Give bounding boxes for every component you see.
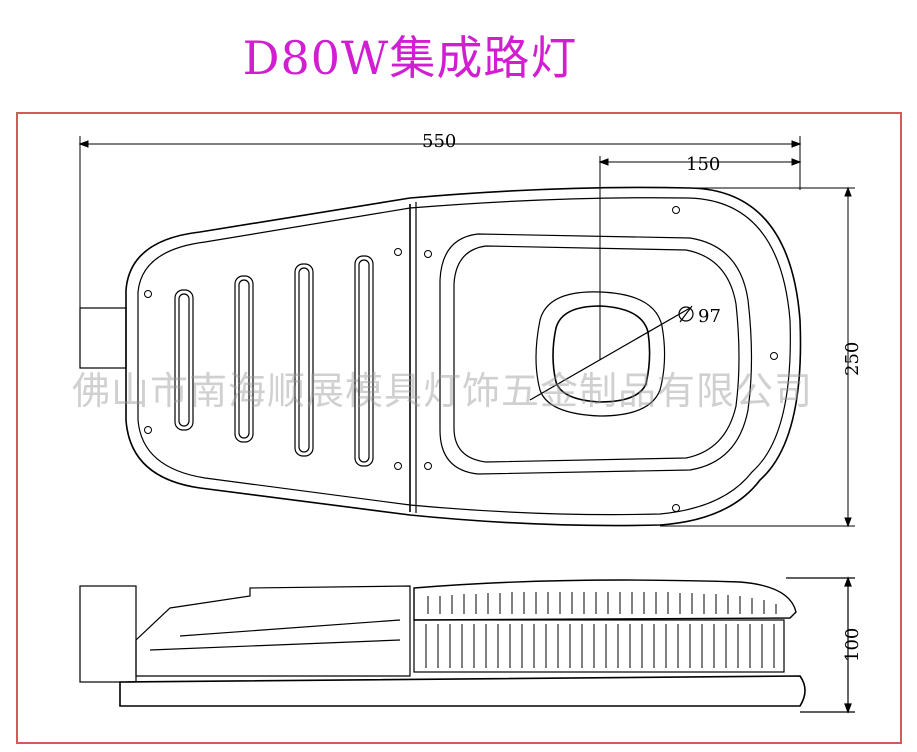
side-base xyxy=(119,675,806,707)
led-tray-outer xyxy=(439,233,753,475)
top-view xyxy=(79,186,802,527)
drawing-title: D80W集成路灯 xyxy=(242,31,578,85)
diameter-leader xyxy=(529,307,691,401)
dimension-lines xyxy=(78,136,855,528)
vent-slot xyxy=(174,289,194,431)
dim-diameter-label: 97 xyxy=(698,306,721,327)
mounting-stub xyxy=(79,307,127,369)
screw-holes xyxy=(144,206,778,512)
led-module xyxy=(552,305,651,403)
side-heatsink-cover xyxy=(413,579,797,621)
vent-slot xyxy=(354,255,374,467)
lamp-body-outline xyxy=(125,186,802,527)
drawing-frame xyxy=(16,112,902,744)
side-rear-housing xyxy=(135,585,411,677)
dim-width-label: 250 xyxy=(842,342,863,376)
vent-slot xyxy=(234,275,254,443)
lamp-body-inner xyxy=(137,197,791,516)
heatsink-fins xyxy=(427,592,777,614)
dim-height-label: 100 xyxy=(842,628,863,662)
side-mount-arm xyxy=(79,585,137,683)
dim-diameter: 97 xyxy=(698,306,721,327)
side-fin-block xyxy=(413,619,785,673)
vent-slot xyxy=(294,263,314,457)
side-view xyxy=(79,576,855,714)
dim-length-label: 550 xyxy=(422,131,456,152)
led-tray-inner xyxy=(453,245,740,463)
dim-offset-label: 150 xyxy=(686,154,720,175)
